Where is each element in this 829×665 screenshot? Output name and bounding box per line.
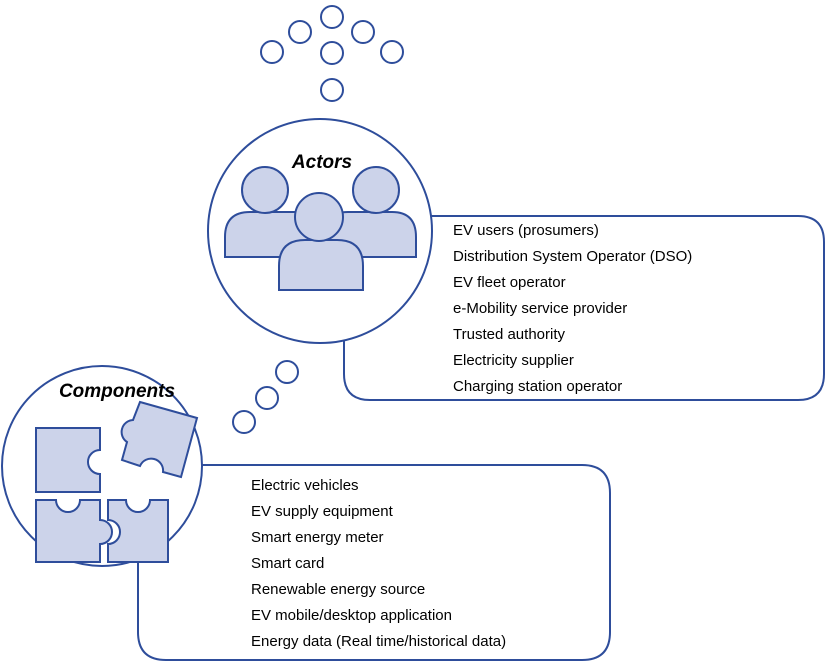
list-item: Electricity supplier: [453, 352, 574, 369]
bubble-chain: [232, 360, 299, 434]
components-list: Electric vehicles EV supply equipment Sm…: [251, 477, 506, 650]
bubble: [255, 386, 279, 410]
bubble: [320, 41, 344, 65]
list-item: e-Mobility service provider: [453, 300, 627, 317]
list-item: Distribution System Operator (DSO): [453, 248, 692, 265]
actors-title: Actors: [291, 152, 352, 173]
list-item: Smart card: [251, 555, 324, 572]
list-item: EV fleet operator: [453, 274, 566, 291]
puzzle-pieces-icon: [35, 400, 199, 563]
bubble: [380, 40, 404, 64]
list-item: EV users (prosumers): [453, 222, 599, 239]
list-item: EV mobile/desktop application: [251, 607, 452, 624]
bubble: [320, 78, 344, 102]
list-item: Electric vehicles: [251, 477, 359, 494]
bubble: [288, 20, 312, 44]
actors-list-box: [343, 215, 825, 401]
list-item: Charging station operator: [453, 378, 622, 395]
bubble-arrow: [260, 5, 404, 102]
bubble: [275, 360, 299, 384]
actors-list: EV users (prosumers) Distribution System…: [453, 222, 692, 395]
bubble: [260, 40, 284, 64]
list-item: Renewable energy source: [251, 581, 425, 598]
components-list-box: [137, 464, 611, 661]
list-item: EV supply equipment: [251, 503, 394, 520]
bubble: [320, 5, 344, 29]
list-item: Energy data (Real time/historical data): [251, 633, 506, 650]
bubble: [351, 20, 375, 44]
bubble: [232, 410, 256, 434]
list-item: Smart energy meter: [251, 529, 384, 546]
people-group-icon: [224, 166, 417, 291]
list-item: Trusted authority: [453, 326, 565, 343]
components-title: Components: [59, 381, 175, 402]
